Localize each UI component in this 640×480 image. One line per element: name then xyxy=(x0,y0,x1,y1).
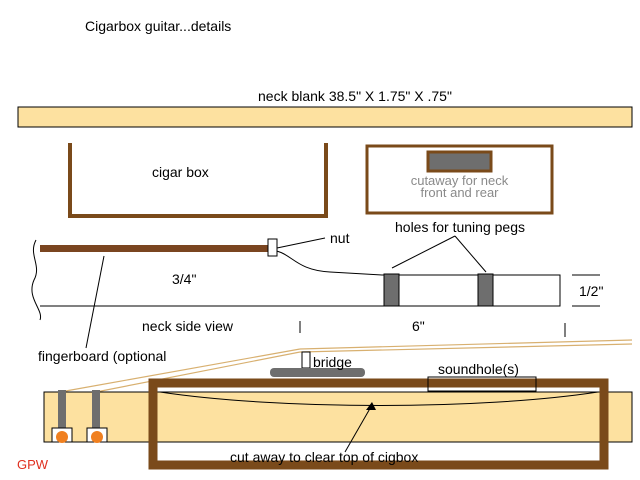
fingerboard-strip xyxy=(40,245,268,252)
cutaway-label: cutaway for neck front and rear xyxy=(392,173,527,200)
neck-headstock-edge xyxy=(31,239,42,321)
string-line-1 xyxy=(59,348,301,393)
tuning-holes-label: holes for tuning pegs xyxy=(395,219,525,235)
cutaway-neck-slot xyxy=(426,150,493,173)
holes-leader-2 xyxy=(454,235,487,273)
nut-leader xyxy=(276,237,326,249)
signature-label: GPW xyxy=(17,457,49,472)
diagram-title: Cigarbox guitar...details xyxy=(85,18,232,34)
cigar-box-label: cigar box xyxy=(152,164,209,180)
tuning-peg-2 xyxy=(92,390,100,435)
three-quarter-label: 3/4" xyxy=(172,271,197,287)
cut-away-label: cut away to clear top of cigbox xyxy=(230,449,419,465)
soundhole-label: soundhole(s) xyxy=(438,361,519,377)
peg-knob-2 xyxy=(91,431,103,443)
cigar-box-outline xyxy=(68,143,328,218)
half-inch-label: 1/2" xyxy=(579,283,604,299)
cut-away-arrowhead xyxy=(366,402,376,410)
tuning-peg-hole-2 xyxy=(477,273,494,307)
neck-in-box xyxy=(43,391,633,443)
bridge-bar xyxy=(270,368,365,377)
string-line-3 xyxy=(299,339,633,350)
nut-label: nut xyxy=(330,230,350,246)
cut-away-leader xyxy=(344,404,373,453)
neck-blank-bar xyxy=(17,106,633,128)
fingerboard-label: fingerboard (optional xyxy=(38,348,167,364)
cutaway-box-outline xyxy=(365,144,554,215)
neck-side-view-label: neck side view xyxy=(142,318,234,334)
tuning-peg-hole-1 xyxy=(383,273,400,307)
soundhole-box xyxy=(427,376,537,392)
fingerboard-leader xyxy=(85,255,105,349)
cigar-box-side-outline xyxy=(148,378,609,470)
cutaway-curve xyxy=(159,391,599,406)
peg-knob-1 xyxy=(56,431,68,443)
six-inch-label: 6" xyxy=(412,318,425,334)
cutaway-label-line1: cutaway for neck xyxy=(410,173,509,188)
cutaway-label-line2: front and rear xyxy=(420,185,499,200)
nut-block xyxy=(267,238,278,257)
bridge-label: bridge xyxy=(313,354,352,370)
string-line-2 xyxy=(95,351,301,393)
neck-blank-label: neck blank 38.5" X 1.75" X .75" xyxy=(258,88,452,104)
holes-leader-1 xyxy=(391,235,456,269)
bridge-post xyxy=(301,351,311,369)
tuning-peg-1 xyxy=(58,390,66,435)
string-line-4 xyxy=(299,343,633,353)
